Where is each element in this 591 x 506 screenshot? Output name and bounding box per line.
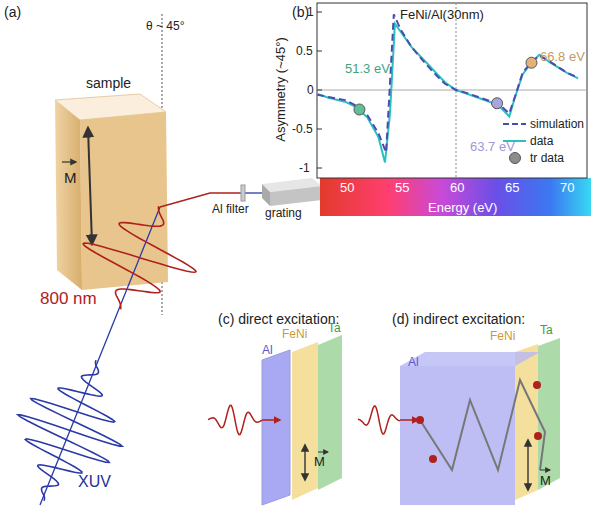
pulse-arrow xyxy=(262,419,280,421)
label: 51.3 eV xyxy=(345,62,390,75)
label: M xyxy=(314,455,325,468)
label: 70 xyxy=(560,181,574,194)
label: 1 xyxy=(307,6,314,18)
label: -1 xyxy=(299,162,310,174)
label: 55 xyxy=(395,181,409,194)
wave-packet xyxy=(83,206,196,309)
legend-line xyxy=(503,123,526,125)
label: (d) indirect excitation: xyxy=(392,312,525,326)
label: Al xyxy=(408,356,419,368)
laser-pulse xyxy=(358,406,400,434)
label: sample xyxy=(86,76,131,90)
label: 800 nm xyxy=(40,290,97,307)
label: 0.5 xyxy=(296,45,313,57)
label: 50 xyxy=(340,181,354,194)
laser-pulse xyxy=(208,405,262,434)
label: Asymmetry (~45°) xyxy=(274,37,287,142)
label: θ ~ 45° xyxy=(146,20,185,32)
legend-text: data xyxy=(530,135,553,147)
label: (c) direct excitation: xyxy=(218,312,339,326)
label: 66.8 eV xyxy=(540,50,585,63)
label: Energy (eV) xyxy=(428,201,497,214)
label: grating xyxy=(265,207,302,219)
label: FeNi xyxy=(490,330,515,342)
label: FeNi xyxy=(282,328,307,340)
label: Ta xyxy=(540,324,553,336)
label: Al filter xyxy=(212,203,249,215)
label: FeNi/Al(30nm) xyxy=(400,8,484,21)
simulation-curve xyxy=(317,14,578,152)
legend-swatch xyxy=(510,153,521,164)
tr-point xyxy=(526,57,537,68)
label: 65 xyxy=(505,181,519,194)
tr-point xyxy=(354,104,365,115)
label: Al xyxy=(262,344,273,356)
label: 60 xyxy=(450,181,464,194)
label: -0.5 xyxy=(292,123,313,135)
tr-point xyxy=(492,98,503,109)
label: M xyxy=(540,474,551,487)
label: 63.7 eV xyxy=(470,140,515,153)
label: M xyxy=(64,170,77,185)
label: (b) xyxy=(292,5,309,19)
wave-packet xyxy=(18,360,122,501)
label: Ta xyxy=(328,322,341,334)
label: (a) xyxy=(4,5,21,19)
legend-text: simulation xyxy=(530,118,584,130)
pulse-arrow xyxy=(400,419,418,421)
data-curve xyxy=(317,24,578,163)
label: XUV xyxy=(78,474,111,490)
legend-text: tr data xyxy=(530,152,564,164)
label: 0 xyxy=(307,84,314,96)
